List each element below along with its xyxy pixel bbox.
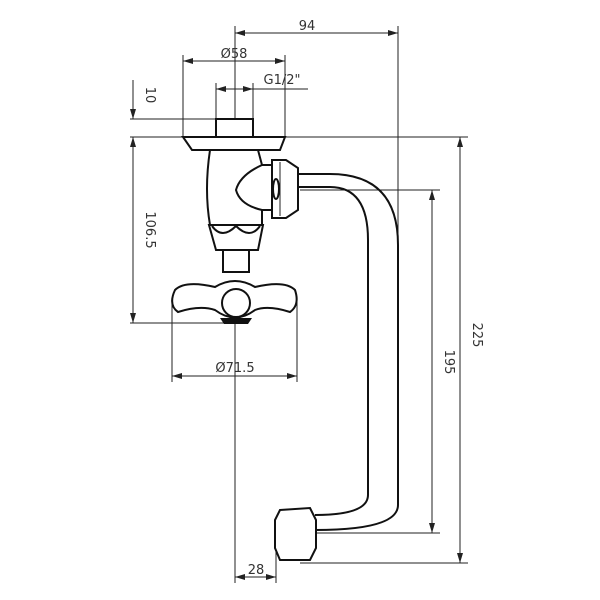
pipe-connector-nut xyxy=(271,159,299,219)
outlet-nut xyxy=(274,506,317,561)
dim-28: 28 xyxy=(248,563,265,578)
dim-thread: G1/2" xyxy=(264,73,301,88)
dim-225: 225 xyxy=(469,323,484,348)
dim-94: 94 xyxy=(299,19,316,34)
bonnet xyxy=(207,224,265,251)
dim-flange-diameter: Ø58 xyxy=(221,47,248,62)
wall-flange xyxy=(181,136,287,151)
valve-body xyxy=(171,118,299,324)
outlet-pipe xyxy=(274,173,399,561)
thread-nut xyxy=(215,118,254,138)
handle-cap xyxy=(220,318,252,324)
dimension-lines xyxy=(130,30,463,580)
dim-handle-diameter: Ø71.5 xyxy=(215,361,254,376)
dim-195: 195 xyxy=(441,350,456,375)
dim-106-5: 106.5 xyxy=(142,211,157,248)
dim-10: 10 xyxy=(142,87,157,104)
